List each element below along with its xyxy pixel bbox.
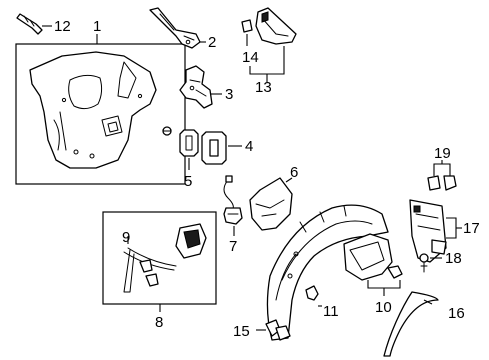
callout-7: 7 [229, 238, 237, 255]
callout-8: 8 [155, 314, 163, 331]
part-2-bracket[interactable] [149, 7, 206, 49]
part-6-housing[interactable] [249, 177, 293, 231]
callout-6: 6 [290, 164, 298, 181]
part-10-liner[interactable] [266, 204, 403, 341]
callout-5: 5 [184, 173, 192, 190]
callout-3: 3 [225, 86, 233, 103]
callout-4: 4 [245, 138, 253, 155]
callout-2: 2 [208, 34, 216, 51]
part-12-rod[interactable] [16, 13, 52, 35]
part-14-clip[interactable] [241, 19, 253, 46]
part-16-molding[interactable] [383, 291, 439, 357]
part-19-clips[interactable] [427, 175, 457, 191]
callout-17: 17 [463, 220, 480, 237]
part-1-quarter-panel[interactable] [29, 51, 157, 169]
callout-11: 11 [323, 303, 339, 320]
part-17-mudflap[interactable] [409, 199, 447, 263]
callout-16: 16 [448, 305, 465, 322]
part-1-clip[interactable] [162, 126, 172, 136]
part-8-fuel-door[interactable] [175, 223, 207, 259]
part-3-bracket[interactable] [179, 65, 222, 109]
part-4-pad[interactable] [201, 131, 242, 165]
callout-19: 19 [434, 145, 451, 162]
callout-10: 10 [375, 299, 392, 316]
callout-13: 13 [255, 79, 272, 96]
part-5-grommet[interactable] [179, 129, 199, 170]
part-11-clip[interactable] [305, 285, 322, 307]
callout-18: 18 [445, 250, 462, 267]
callout-14: 14 [242, 49, 259, 66]
part-13-trim[interactable] [255, 7, 297, 45]
part-15-fastener[interactable] [256, 319, 291, 341]
part-8-clips[interactable] [139, 259, 159, 287]
part-1-frame [15, 43, 186, 185]
part-18-bolt[interactable] [419, 253, 442, 273]
callout-15: 15 [233, 323, 250, 340]
callout-12: 12 [54, 18, 71, 35]
part-7-cable[interactable] [223, 175, 243, 236]
callout-1: 1 [93, 18, 101, 35]
callout-9: 9 [122, 229, 130, 246]
